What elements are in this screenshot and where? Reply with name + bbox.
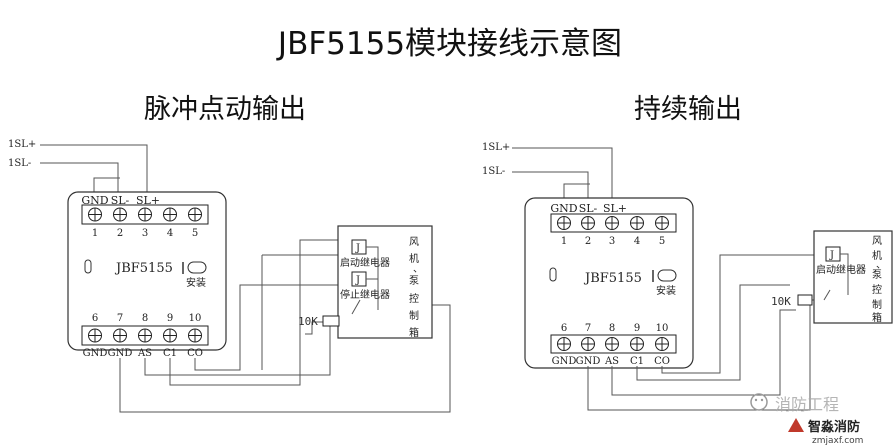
right-wire-label-sl-minus: 1SL-: [482, 166, 505, 177]
right-wire-label-sl-plus: 1SL+: [482, 142, 510, 153]
left-cabinet-label: 风 机 、 泵 控 制 箱: [409, 236, 423, 339]
right-bottom-number-7: 7: [585, 323, 591, 334]
right-resistor: [797, 294, 813, 306]
right-top-label-sl-plus: SL+: [603, 202, 627, 215]
right-bottom-number-10: 10: [656, 323, 669, 334]
left-bottom-number-6: 6: [92, 313, 98, 324]
left-bottom-number-8: 8: [142, 313, 148, 324]
watermark-title: 消防工程: [775, 395, 839, 414]
wechat-icon: [750, 393, 768, 411]
left-resistor-label: 10K: [298, 315, 318, 328]
left-wire-label-sl-minus: 1SL-: [8, 158, 31, 169]
left-top-label-gnd: GND: [81, 194, 108, 207]
left-top-number-5: 5: [192, 228, 198, 239]
right-led-slot: [549, 267, 557, 282]
left-install-slot: [187, 261, 207, 274]
left-cabinet-char-3: 、: [413, 264, 423, 275]
right-top-number-3: 3: [609, 236, 615, 247]
right-cabinet-char-6: 制: [872, 298, 882, 311]
right-resistor-label: 10K: [771, 295, 791, 308]
left-bottom-terminals: [88, 328, 202, 343]
right-relay-start-label: 启动继电器: [816, 263, 866, 276]
left-relay-stop-letter: J: [355, 275, 360, 286]
right-cabinet-char-1: 风: [872, 235, 882, 247]
right-cabinet-char-4: 泵: [872, 269, 882, 281]
left-model-label: JBF5155: [114, 261, 173, 276]
right-bottom-label-co: CO: [654, 356, 670, 367]
right-bottom-number-9: 9: [634, 323, 640, 334]
left-bottom-label-gnd-2: GND: [108, 348, 133, 359]
left-relay-stop-label: 停止继电器: [340, 288, 390, 301]
left-module-body: [67, 191, 227, 351]
right-cabinet-char-3: 、: [876, 260, 886, 271]
left-cabinet-char-2: 机: [409, 252, 419, 265]
left-relay-start-label: 启动继电器: [340, 256, 390, 269]
left-bottom-label-c1: C1: [163, 348, 177, 359]
left-top-label-sl-minus: SL-: [111, 194, 130, 207]
left-cabinet-char-1: 风: [409, 236, 419, 248]
diagram-title: JBF5155模块接线示意图: [276, 26, 622, 62]
right-top-number-4: 4: [634, 236, 640, 247]
left-bottom-number-7: 7: [117, 313, 123, 324]
left-cabinet-char-5: 控: [409, 292, 419, 305]
right-install-slot: [657, 269, 677, 282]
right-cabinet-char-2: 机: [872, 249, 882, 262]
left-top-number-1: 1: [92, 228, 98, 239]
left-install-label: 安装: [186, 276, 206, 289]
left-top-number-2: 2: [117, 228, 123, 239]
left-bottom-label-gnd-1: GND: [83, 348, 108, 359]
right-bottom-label-gnd-2: GND: [576, 356, 601, 367]
right-diagram: 持续输出 1SL+ 1SL- GND SL- SL+ 1 2 3 4 5: [482, 94, 893, 411]
watermark-url: zmjaxf.com: [812, 436, 863, 446]
right-bottom-number-8: 8: [609, 323, 615, 334]
right-heading: 持续输出: [634, 94, 742, 125]
watermark-logo-icon: [788, 418, 804, 432]
left-top-number-3: 3: [142, 228, 148, 239]
right-cabinet-char-7: 箱: [872, 311, 882, 324]
left-resistor: [322, 315, 340, 327]
right-top-label-sl-minus: SL-: [579, 202, 598, 215]
right-control-cabinet: [813, 230, 893, 324]
right-top-number-1: 1: [561, 236, 567, 247]
left-led-slot: [84, 259, 92, 274]
left-heading: 脉冲点动输出: [144, 94, 306, 125]
right-module-body: [524, 197, 694, 369]
right-install-label: 安装: [656, 284, 676, 297]
left-top-label-sl-plus: SL+: [136, 194, 160, 207]
right-bottom-label-gnd-1: GND: [552, 356, 577, 367]
right-top-label-gnd: GND: [550, 202, 577, 215]
right-bottom-number-6: 6: [561, 323, 567, 334]
left-bottom-label-co: CO: [187, 348, 203, 359]
right-bottom-label-c1: C1: [630, 356, 644, 367]
left-bottom-label-as: AS: [137, 348, 152, 359]
left-cabinet-char-6: 制: [409, 309, 419, 322]
left-cabinet-char-7: 箱: [409, 326, 419, 339]
left-diagram: 脉冲点动输出 1SL+ 1SL- GND SL- SL+ 1 2 3 4 5: [8, 94, 451, 413]
left-top-terminals: [88, 207, 202, 222]
right-cabinet-label: 风 机 、 泵 控 制 箱: [872, 235, 886, 324]
right-bottom-label-as: AS: [604, 356, 619, 367]
left-top-number-4: 4: [167, 228, 173, 239]
right-model-label: JBF5155: [583, 271, 642, 286]
left-wire-label-sl-plus: 1SL+: [8, 139, 36, 150]
left-cabinet-char-4: 泵: [409, 275, 419, 287]
right-bottom-terminals: [557, 337, 669, 351]
right-top-number-5: 5: [659, 236, 665, 247]
right-top-number-2: 2: [585, 236, 591, 247]
left-relay-start-letter: J: [355, 243, 360, 254]
watermark-brand: 智淼消防: [808, 419, 860, 435]
watermark: 消防工程 智淼消防 zmjaxf.com: [750, 393, 863, 446]
left-bottom-number-9: 9: [167, 313, 173, 324]
right-relay-start-letter: J: [829, 250, 834, 261]
right-cabinet-char-5: 控: [872, 283, 882, 296]
right-top-terminals: [557, 216, 669, 230]
left-bottom-number-10: 10: [189, 313, 202, 324]
